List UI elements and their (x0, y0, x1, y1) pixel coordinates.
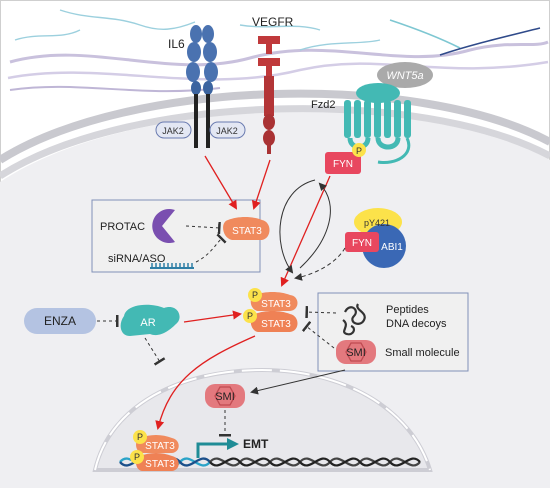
pstat3-top-label: STAT3 (261, 299, 291, 310)
fyn-label: FYN (333, 159, 353, 170)
smi-box-label: SMI (346, 347, 366, 359)
peptides-label: Peptides (386, 304, 429, 316)
emt-transcription-arrow (196, 438, 239, 458)
arrow-pstat3-to-nucleus (155, 335, 256, 430)
nuclear-pstat3-dimer (130, 430, 179, 471)
protac-icon (152, 209, 175, 243)
nuclear-stat3-bottom-label: STAT3 (145, 459, 175, 470)
fyn-kinase (325, 152, 361, 174)
fyn-phospho-label: P (356, 146, 362, 156)
feedback-loop (279, 179, 346, 281)
abi1-label: ABI1 (381, 242, 403, 253)
il6-label: IL6 (168, 37, 185, 51)
arrow-ar-to-pstat3 (183, 310, 242, 323)
jak2-right (209, 121, 246, 139)
jak2-left (155, 121, 192, 139)
fzd2-label: Fzd2 (311, 99, 335, 111)
pstat3-dimer (243, 288, 298, 332)
protac-label: PROTAC (100, 221, 145, 233)
emt-label: EMT (243, 437, 269, 451)
enza-label: ENZA (44, 314, 76, 328)
smi-nuclear-entry-arrow (250, 369, 346, 395)
enza-drug (24, 308, 96, 334)
pstat3-bottom-label: STAT3 (261, 319, 291, 330)
arrow-vegfr-to-stat3 (251, 159, 271, 210)
sirna-inhibits-stat3 (195, 233, 227, 263)
smi-box-icon (336, 340, 376, 364)
fyn-complex-label: FYN (352, 238, 372, 249)
androgen-receptor (120, 304, 180, 336)
nuclear-p-top: P (137, 432, 143, 442)
peptide-icon (342, 303, 366, 336)
smi-nuclear-label: SMI (215, 391, 235, 403)
il6-receptor (186, 25, 218, 148)
peptides-inhibit-pstat3 (305, 305, 337, 319)
cell-membrane-inner (0, 105, 550, 179)
stat3-protein (223, 217, 270, 240)
extracellular-matrix (7, 9, 549, 93)
ar-label: AR (140, 317, 155, 329)
wnt5a-ligand (377, 62, 433, 88)
inhibition-lines (97, 221, 337, 437)
py421-label: pY421 (364, 218, 390, 228)
sirna-aso-label: siRNA/ASO (108, 253, 166, 265)
nuclear-envelope-pores (94, 368, 431, 471)
nuclear-p-bottom: P (134, 452, 140, 462)
sirna-aso-icon (150, 263, 194, 269)
small-molecule-label: Small molecule (385, 347, 460, 359)
arrow-il6-to-stat3 (204, 155, 238, 210)
wnt5a-label: WNT5a (386, 70, 423, 82)
jak2-left-label: JAK2 (162, 126, 184, 136)
pstat3-p-bottom: P (247, 311, 253, 321)
fyn-phospho-badge (352, 143, 366, 157)
nuclear-stat3-top-label: STAT3 (145, 441, 175, 452)
vegfr-label: VEGFR (252, 15, 294, 29)
fyn-abi1-complex (345, 208, 406, 268)
jak2-right-label: JAK2 (216, 126, 238, 136)
cell-membrane-outer (0, 89, 550, 164)
dna-decoys-label: DNA decoys (386, 318, 447, 330)
vegfr-receptor (258, 36, 280, 154)
ar-nuclear-inhibition (144, 337, 166, 366)
stat3-label: STAT3 (232, 226, 262, 237)
pstat3-p-top: P (252, 290, 258, 300)
smi-nuclear-icon (205, 384, 245, 408)
